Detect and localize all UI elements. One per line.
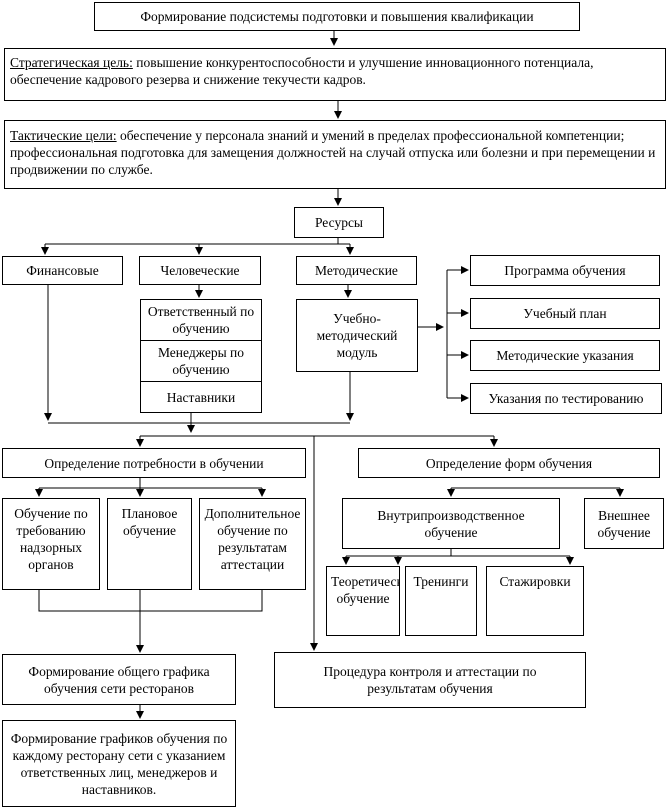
- resources-text: Ресурсы: [314, 215, 364, 230]
- need-item-additional-text: Дополнительное обучение по результатам а…: [204, 506, 301, 572]
- methodical-text: Методические: [315, 263, 398, 278]
- general-schedule-box: Формирование общего графика обучения сет…: [2, 654, 236, 705]
- internal-item-theory: Теоретическое обучение: [326, 566, 400, 636]
- control-box: Процедура контроля и аттестации по резул…: [274, 652, 586, 708]
- forms-text: Определение форм обучения: [425, 455, 593, 471]
- internal-item-internships-text: Стажировки: [499, 574, 571, 589]
- internal-item-internships: Стажировки: [486, 566, 584, 636]
- tactical-goals-box: Тактические цели: обеспечение у персонал…: [4, 120, 666, 189]
- need-item-supervisory-text: Обучение по требованию надзорных органов: [14, 506, 88, 572]
- internal-item-trainings: Тренинги: [405, 566, 477, 636]
- line-needs-merge: [38, 590, 263, 612]
- strategic-goal-text: повышение конкурентоспособности и улучше…: [10, 55, 594, 87]
- forms-box: Определение форм обучения: [358, 448, 660, 478]
- output-plan-text: Учебный план: [523, 306, 607, 321]
- external-training-box: Внешнее обучение: [584, 498, 664, 549]
- human-item-managers: Менеджеры по обучению: [140, 340, 262, 382]
- tactical-goals-text: обеспечение у персонала знаний и умений …: [10, 128, 656, 177]
- internal-training-text: Внутрипроизводственное обучение: [377, 507, 525, 540]
- internal-training-box: Внутрипроизводственное обучение: [342, 498, 560, 549]
- strategic-goal-label: Стратегическая цель:: [10, 55, 133, 70]
- output-plan-box: Учебный план: [470, 298, 660, 329]
- human-item-managers-text: Менеджеры по обучению: [157, 345, 245, 377]
- tactical-goals-label: Тактические цели:: [10, 128, 117, 143]
- title-box: Формирование подсистемы подготовки и пов…: [94, 2, 580, 31]
- need-item-supervisory: Обучение по требованию надзорных органов: [2, 498, 100, 590]
- restaurant-schedules-box: Формирование графиков обучения по каждом…: [2, 720, 236, 807]
- output-program-text: Программа обучения: [504, 263, 626, 278]
- methodical-module-box: Учебно-методический модуль: [296, 299, 418, 372]
- internal-item-trainings-text: Тренинги: [413, 574, 469, 589]
- need-item-additional: Дополнительное обучение по результатам а…: [199, 498, 306, 590]
- strategic-goal-box: Стратегическая цель: повышение конкурент…: [4, 48, 666, 101]
- human-item-responsible-text: Ответственный по обучению: [147, 304, 255, 336]
- general-schedule-text: Формирование общего графика обучения сет…: [28, 663, 210, 696]
- needs-box: Определение потребности в обучении: [2, 448, 306, 478]
- needs-text: Определение потребности в обучении: [44, 455, 264, 471]
- external-training-text: Внешнее обучение: [597, 507, 651, 540]
- human-item-responsible: Ответственный по обучению: [140, 299, 262, 341]
- human-text: Человеческие: [160, 263, 240, 278]
- human-item-mentors-text: Наставники: [166, 389, 236, 405]
- restaurant-schedules-text: Формирование графиков обучения по каждом…: [10, 730, 228, 797]
- need-item-planned: Плановое обучение: [107, 498, 192, 590]
- human-item-mentors: Наставники: [140, 381, 262, 413]
- internal-item-theory-text: Теоретическое обучение: [331, 574, 399, 606]
- financial-text: Финансовые: [26, 263, 99, 278]
- methodical-box: Методические: [296, 256, 417, 285]
- output-testing-box: Указания по тестированию: [470, 383, 662, 414]
- output-testing-text: Указания по тестированию: [488, 391, 644, 406]
- output-instructions-box: Методические указания: [470, 340, 660, 371]
- resources-box: Ресурсы: [294, 207, 384, 238]
- methodical-module-text: Учебно-методический модуль: [316, 311, 398, 360]
- control-text: Процедура контроля и аттестации по резул…: [323, 664, 537, 696]
- human-box: Человеческие: [139, 256, 261, 285]
- need-item-planned-text: Плановое обучение: [121, 506, 178, 538]
- output-instructions-text: Методические указания: [496, 348, 634, 363]
- title-text: Формирование подсистемы подготовки и пов…: [140, 9, 534, 24]
- output-program-box: Программа обучения: [470, 255, 660, 286]
- financial-box: Финансовые: [2, 256, 123, 285]
